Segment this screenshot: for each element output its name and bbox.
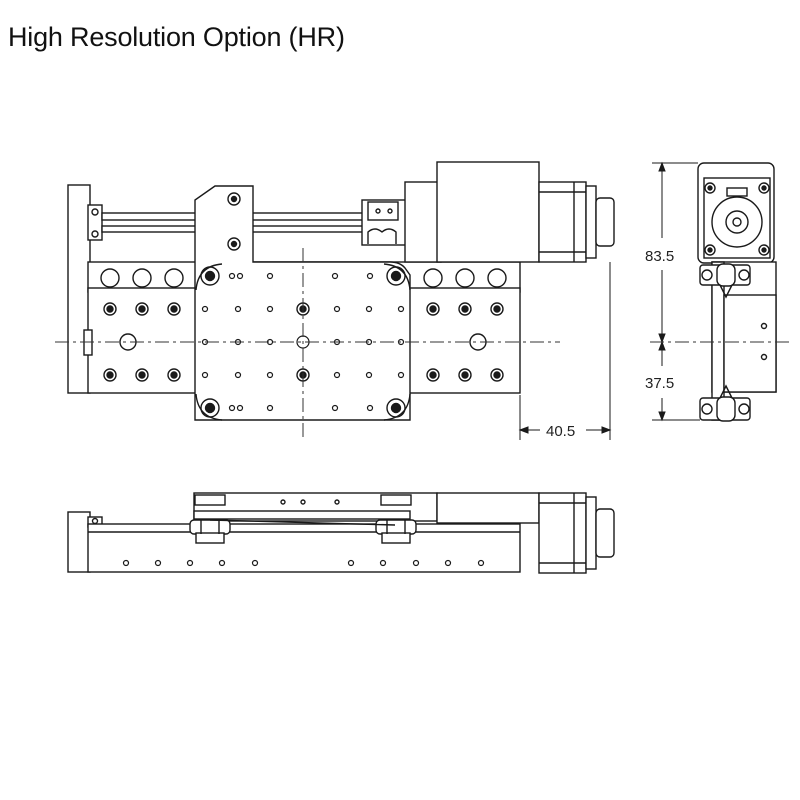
carriage-corner-screw (386, 398, 406, 418)
side-wheel-left (189, 494, 231, 544)
base-large-holes (100, 268, 507, 288)
side-view (67, 492, 615, 574)
hole (487, 268, 507, 288)
end-motor-screw (758, 244, 770, 256)
counterbore (490, 368, 504, 382)
dimension-label-total-height: 83.5 (645, 248, 674, 265)
end-motor-tab (726, 187, 748, 197)
nut-screw (387, 208, 393, 214)
top-view: 40.5 (55, 161, 615, 440)
side-motor (538, 492, 587, 574)
bearing-screw (91, 208, 99, 216)
carriage-corner-arc (195, 393, 223, 421)
counterbore (135, 368, 149, 382)
hole (423, 268, 443, 288)
side-coupling (436, 492, 540, 524)
counterbore (167, 302, 181, 316)
end-view: 83.5 37.5 (645, 161, 790, 422)
counterbore (103, 302, 117, 316)
end-motor-screw (704, 182, 716, 194)
side-base (87, 523, 521, 573)
end-motor-shaft (732, 217, 742, 227)
counterbore (458, 368, 472, 382)
side-carriage-strip (193, 510, 411, 520)
carriage-corner-screw (386, 266, 406, 286)
side-motor-cap (585, 496, 597, 570)
side-motor-connector (595, 508, 615, 558)
counterbore (490, 302, 504, 316)
page-title: High Resolution Option (HR) (8, 22, 345, 52)
dimension-height (652, 161, 700, 422)
end-carriage (723, 294, 777, 393)
left-end-block (67, 184, 91, 394)
centerlines (55, 248, 560, 438)
counterbore (135, 302, 149, 316)
side-base-holes (122, 559, 485, 567)
end-hole (760, 353, 768, 361)
hole (132, 268, 152, 288)
nut-screw (375, 208, 381, 214)
bracket-screw (227, 237, 241, 251)
side-left-end (67, 511, 91, 573)
side-rail-line (209, 519, 396, 526)
counterbore (167, 368, 181, 382)
side-carriage-hole (280, 499, 286, 505)
end-motor-screw (704, 244, 716, 256)
dimension-motor-overhang (518, 262, 612, 440)
carriage-corner-screw (200, 398, 220, 418)
side-carriage-hole (300, 499, 306, 505)
dimension-label-overhang: 40.5 (546, 423, 575, 440)
side-carriage-hole (334, 499, 340, 505)
hole (164, 268, 184, 288)
nut-saddle (367, 228, 397, 244)
bearing-screw (91, 230, 99, 238)
side-wheel-right (375, 494, 417, 544)
end-motor-screw (758, 182, 770, 194)
motor-connector (595, 197, 615, 247)
counterbore (458, 302, 472, 316)
stepper-motor (538, 181, 587, 263)
motor-end-cap (585, 185, 597, 259)
nut-block-top (367, 201, 399, 221)
end-wheel-lower (699, 384, 751, 422)
counterbore (426, 302, 440, 316)
hole (455, 268, 475, 288)
coupling-housing (436, 161, 540, 263)
base-counterbores (103, 302, 504, 382)
end-wheel-upper (699, 263, 751, 299)
bracket-screw (227, 192, 241, 206)
dimension-label-lower-height: 37.5 (645, 375, 674, 392)
counterbore (103, 368, 117, 382)
motor-mount (404, 181, 442, 263)
carriage-corner-arc (383, 263, 411, 291)
carriage-corner-arc (195, 263, 223, 291)
carriage-corner-screw (200, 266, 220, 286)
hole (100, 268, 120, 288)
side-bearing-screw (91, 517, 99, 525)
end-hole (760, 322, 768, 330)
counterbore (426, 368, 440, 382)
left-bearing-block (87, 204, 103, 241)
carriage-corner-arc (383, 393, 411, 421)
